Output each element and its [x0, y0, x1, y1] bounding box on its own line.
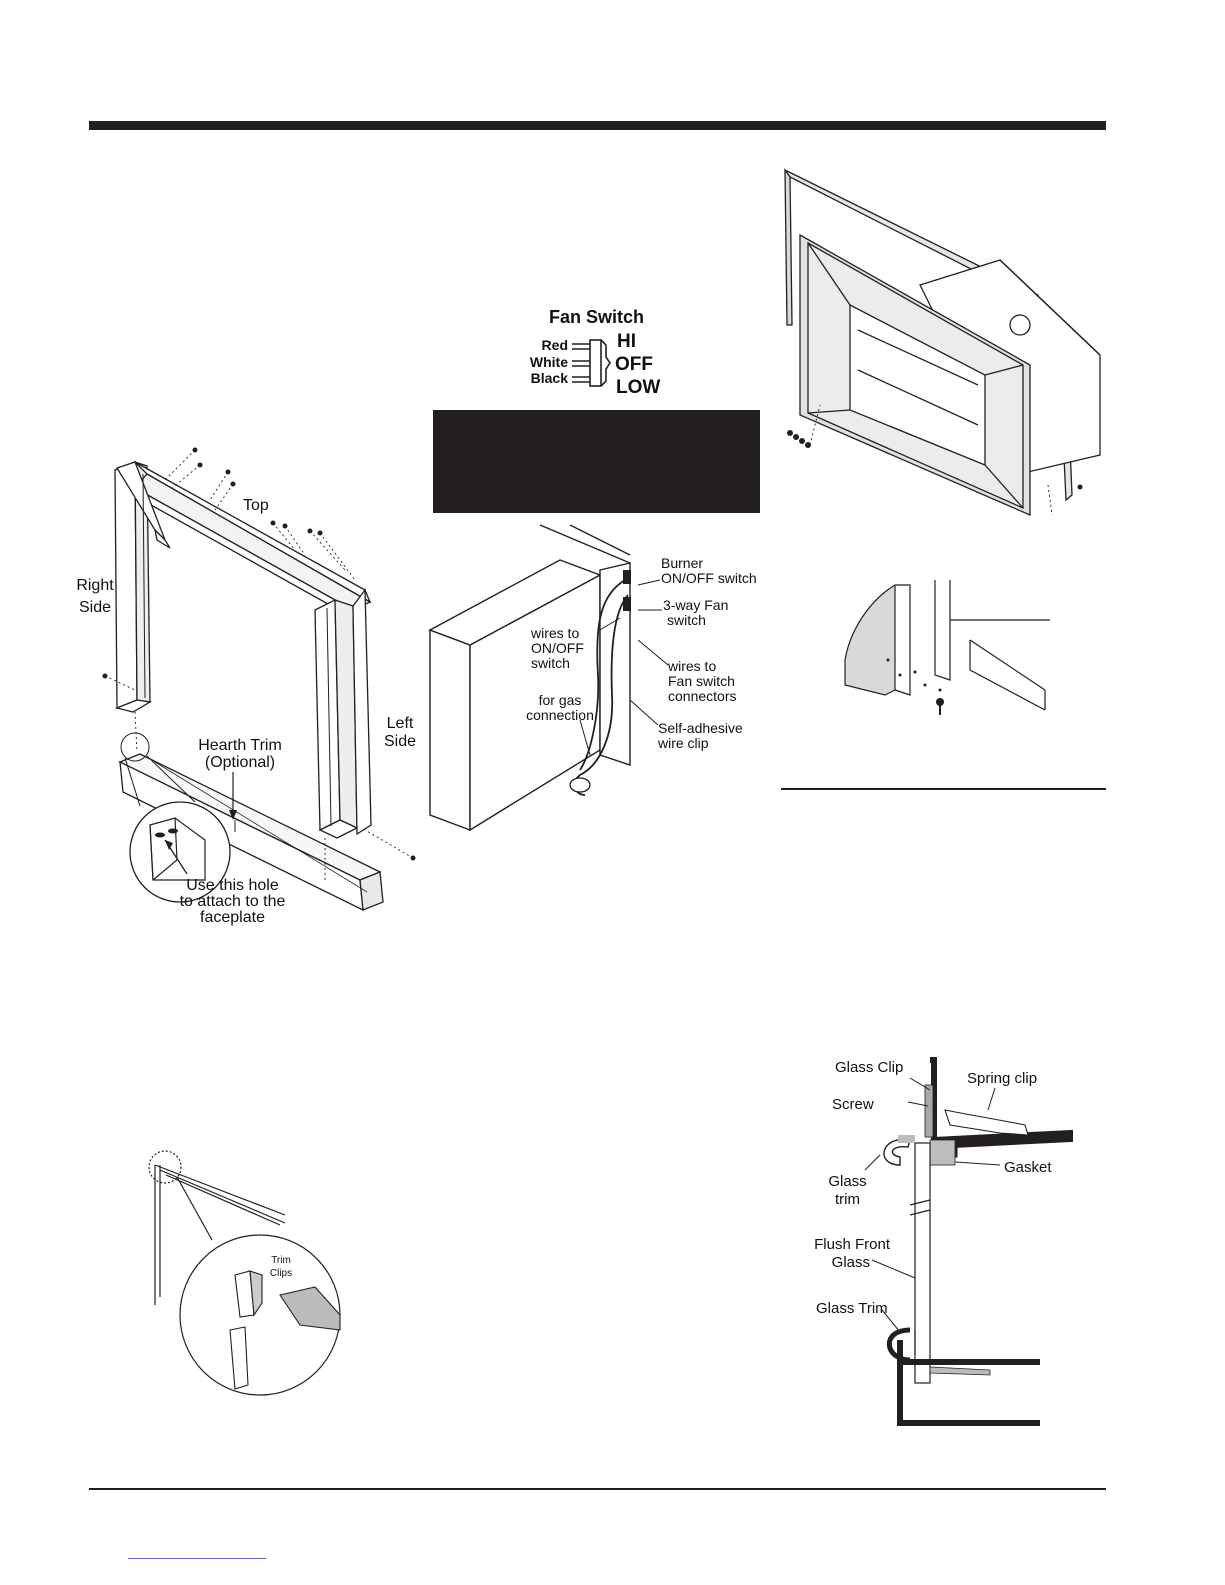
faceplate-assembly-drawing — [102, 447, 416, 912]
glass-section-drawing — [883, 1057, 1073, 1426]
wiring-drawing — [428, 524, 631, 832]
label-glass-trim-top-1: Glass — [828, 1173, 867, 1190]
label-right-side-1: Right — [76, 577, 114, 594]
right-column-rule — [781, 788, 1106, 790]
label-flush-front-2: Glass — [831, 1254, 870, 1271]
label-left-side-2: Side — [383, 733, 417, 750]
label-flush-front-1: Flush Front — [814, 1236, 890, 1253]
label-trim-clips-2: Clips — [269, 1268, 293, 1279]
label-glass-trim-bottom: Glass Trim — [816, 1300, 888, 1317]
trim-clips-drawing — [148, 1150, 341, 1396]
label-fan3-2: switch — [667, 612, 706, 628]
label-hole-note-3: faceplate — [200, 909, 265, 926]
bottom-underline — [128, 1558, 266, 1559]
label-burner-2: ON/OFF switch — [661, 570, 757, 586]
trim-detail-drawing — [844, 580, 1050, 715]
label-fanconn-2: Fan switch — [668, 673, 735, 689]
label-top: Top — [243, 497, 269, 514]
label-trim-clips-1: Trim — [271, 1255, 291, 1266]
label-gas-1: for gas — [538, 692, 582, 708]
wire-label-red: Red — [541, 337, 568, 353]
fan-switch-title: Fan Switch — [549, 307, 645, 327]
label-spring-clip: Spring clip — [967, 1070, 1038, 1087]
label-onoff-1: wires to — [531, 625, 580, 641]
label-onoff-3: switch — [531, 655, 570, 671]
hearth-trim-leader — [229, 772, 237, 820]
label-hole-note-2: to attach to the — [179, 893, 286, 910]
label-left-side-1: Left — [386, 715, 414, 732]
label-onoff-2: ON/OFF — [531, 640, 584, 656]
footer-rule — [89, 1488, 1106, 1490]
label-fan3-1: 3-way Fan — [663, 597, 729, 613]
glass-leaders — [864, 1077, 1001, 1333]
switch-pos-hi: HI — [617, 331, 636, 352]
label-glass-clip: Glass Clip — [835, 1059, 904, 1076]
label-gas-2: connection — [526, 707, 594, 723]
label-clip-1: Self-adhesive — [658, 720, 743, 736]
label-glass-trim-top-2: trim — [835, 1191, 860, 1208]
wire-label-white: White — [529, 354, 568, 370]
label-fanconn-1: wires to — [668, 658, 717, 674]
wiring-leaders — [579, 579, 669, 756]
label-fanconn-3: connectors — [668, 688, 737, 704]
label-clip-2: wire clip — [658, 735, 709, 751]
label-screw: Screw — [832, 1096, 874, 1113]
black-box — [433, 410, 760, 513]
label-gasket: Gasket — [1004, 1159, 1052, 1176]
switch-pos-low: LOW — [616, 377, 661, 398]
fan-switch-icon — [572, 339, 611, 387]
wire-label-black: Black — [530, 370, 568, 386]
label-burner-1: Burner — [661, 555, 704, 571]
insert-drawing — [784, 167, 1101, 516]
switch-pos-off: OFF — [615, 354, 653, 375]
label-hole-note-1: Use this hole — [186, 877, 279, 894]
label-right-side-2: Side — [78, 599, 112, 616]
label-hearth-trim-2: (Optional) — [204, 754, 276, 771]
label-hearth-trim-1: Hearth Trim — [198, 737, 282, 754]
header-rule — [89, 121, 1106, 130]
